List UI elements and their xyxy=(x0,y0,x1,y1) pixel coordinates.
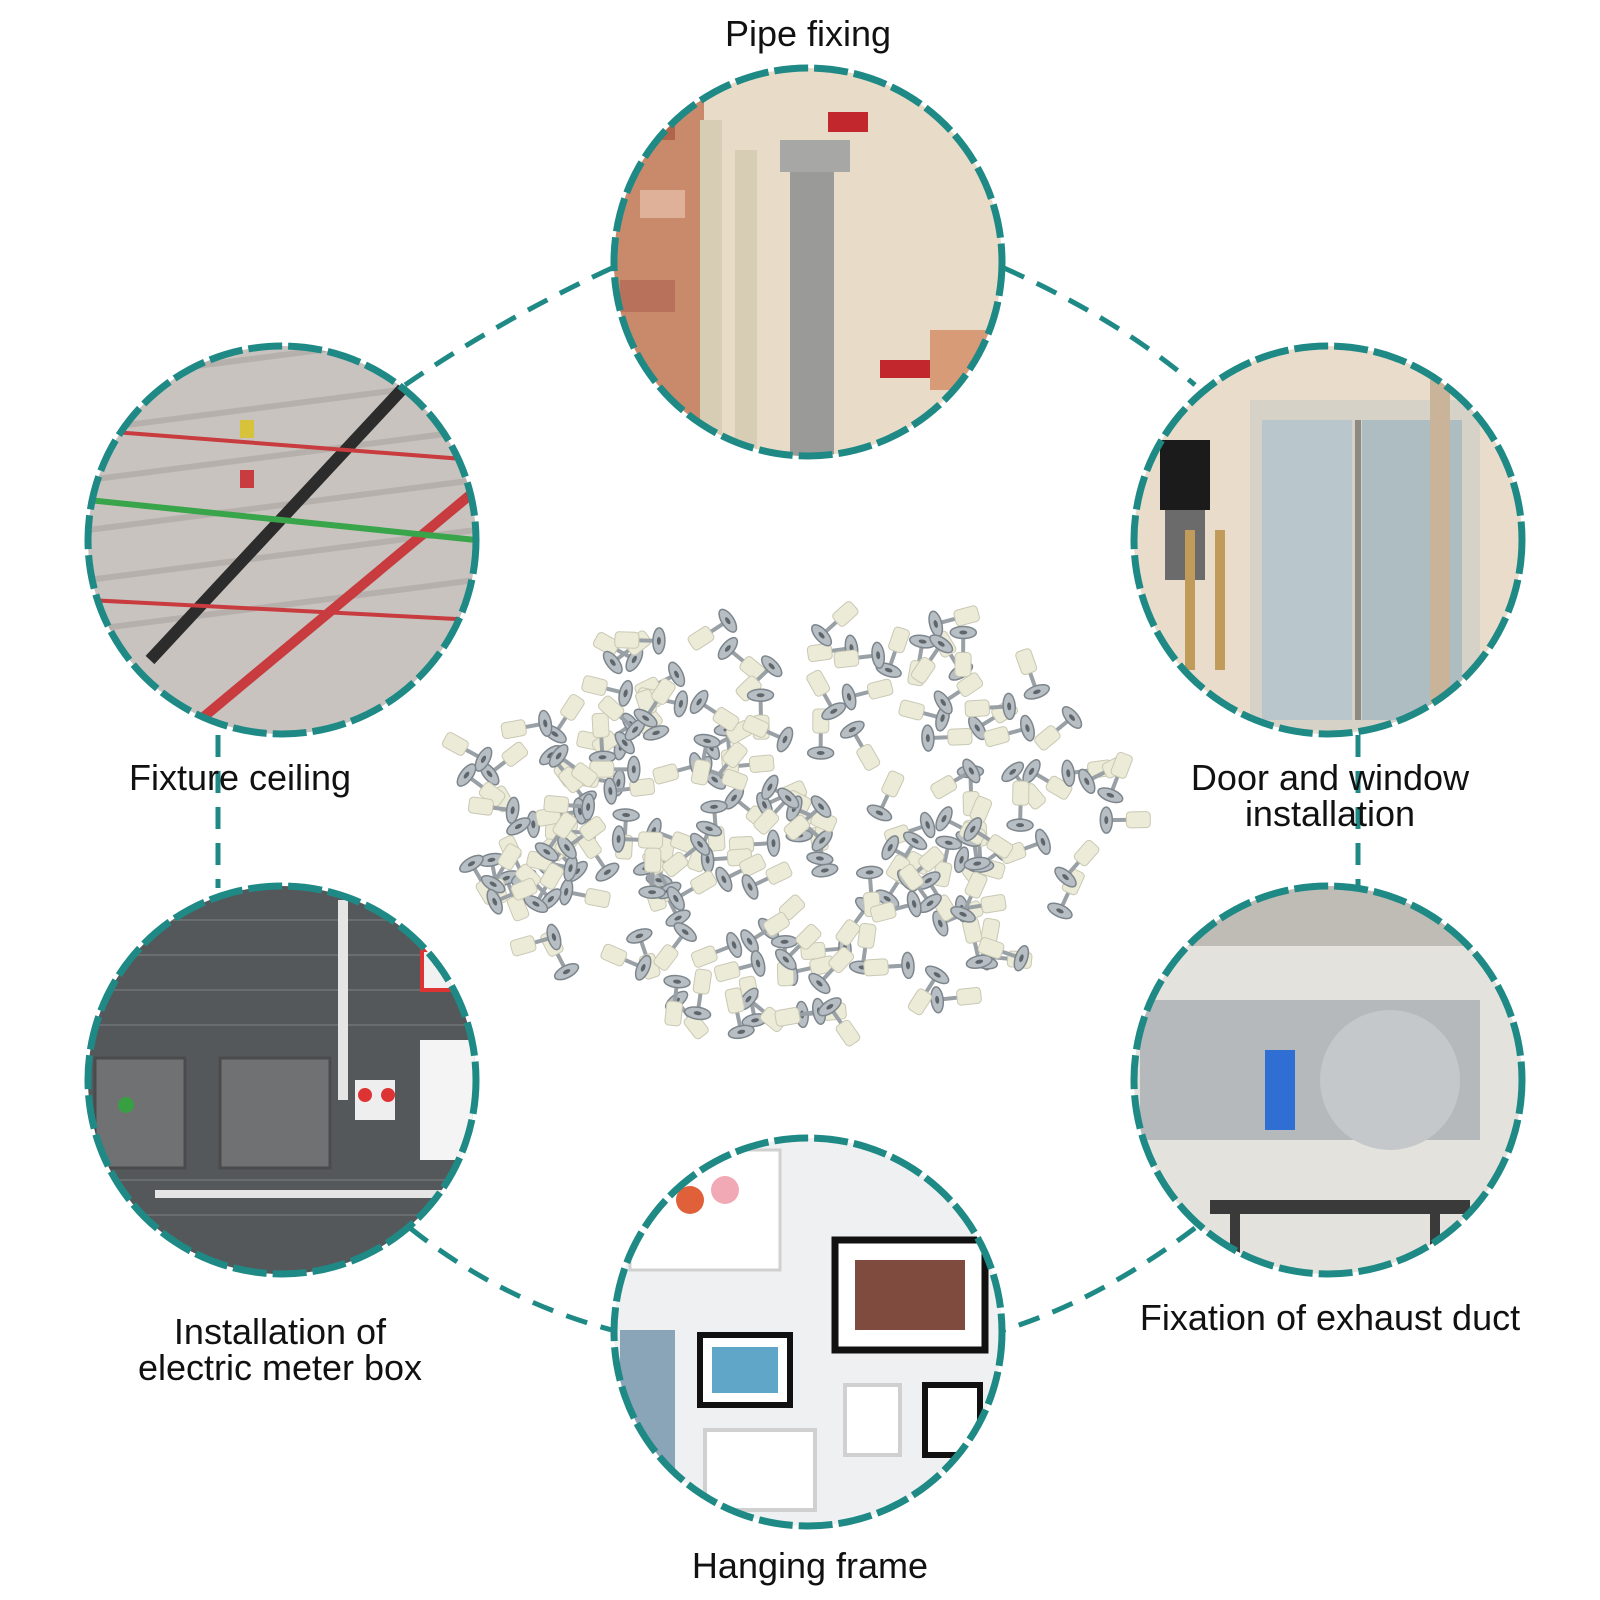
label-line: installation xyxy=(1244,793,1416,834)
label-line: Fixture ceiling xyxy=(128,757,352,798)
door-window-photo xyxy=(1130,342,1526,738)
label-line: electric meter box xyxy=(137,1347,423,1388)
label-line: Fixation of exhaust duct xyxy=(1139,1297,1521,1338)
label-pipe-fixing: Pipe fixing xyxy=(708,16,908,52)
label-line: Hanging frame xyxy=(691,1545,929,1586)
label-line: Installation of xyxy=(173,1311,387,1352)
label-meter-box: Installation of electric meter box xyxy=(110,1314,450,1386)
label-line: Pipe fixing xyxy=(724,13,892,54)
pipe-fixing-photo xyxy=(610,64,1006,460)
label-exhaust-duct: Fixation of exhaust duct xyxy=(1115,1300,1545,1336)
label-door-window: Door and window installation xyxy=(1170,760,1490,832)
label-fixture-ceiling: Fixture ceiling xyxy=(110,760,370,796)
label-line: Door and window xyxy=(1190,757,1470,798)
nail-pile-icon xyxy=(441,601,1151,1047)
connector-dashes xyxy=(215,265,1361,1333)
ceiling-photo xyxy=(84,342,480,738)
label-hanging-frame: Hanging frame xyxy=(680,1548,940,1584)
hanging-frame-photo xyxy=(610,1134,1006,1530)
exhaust-duct-photo xyxy=(1130,882,1526,1278)
meter-box-photo xyxy=(84,882,480,1278)
